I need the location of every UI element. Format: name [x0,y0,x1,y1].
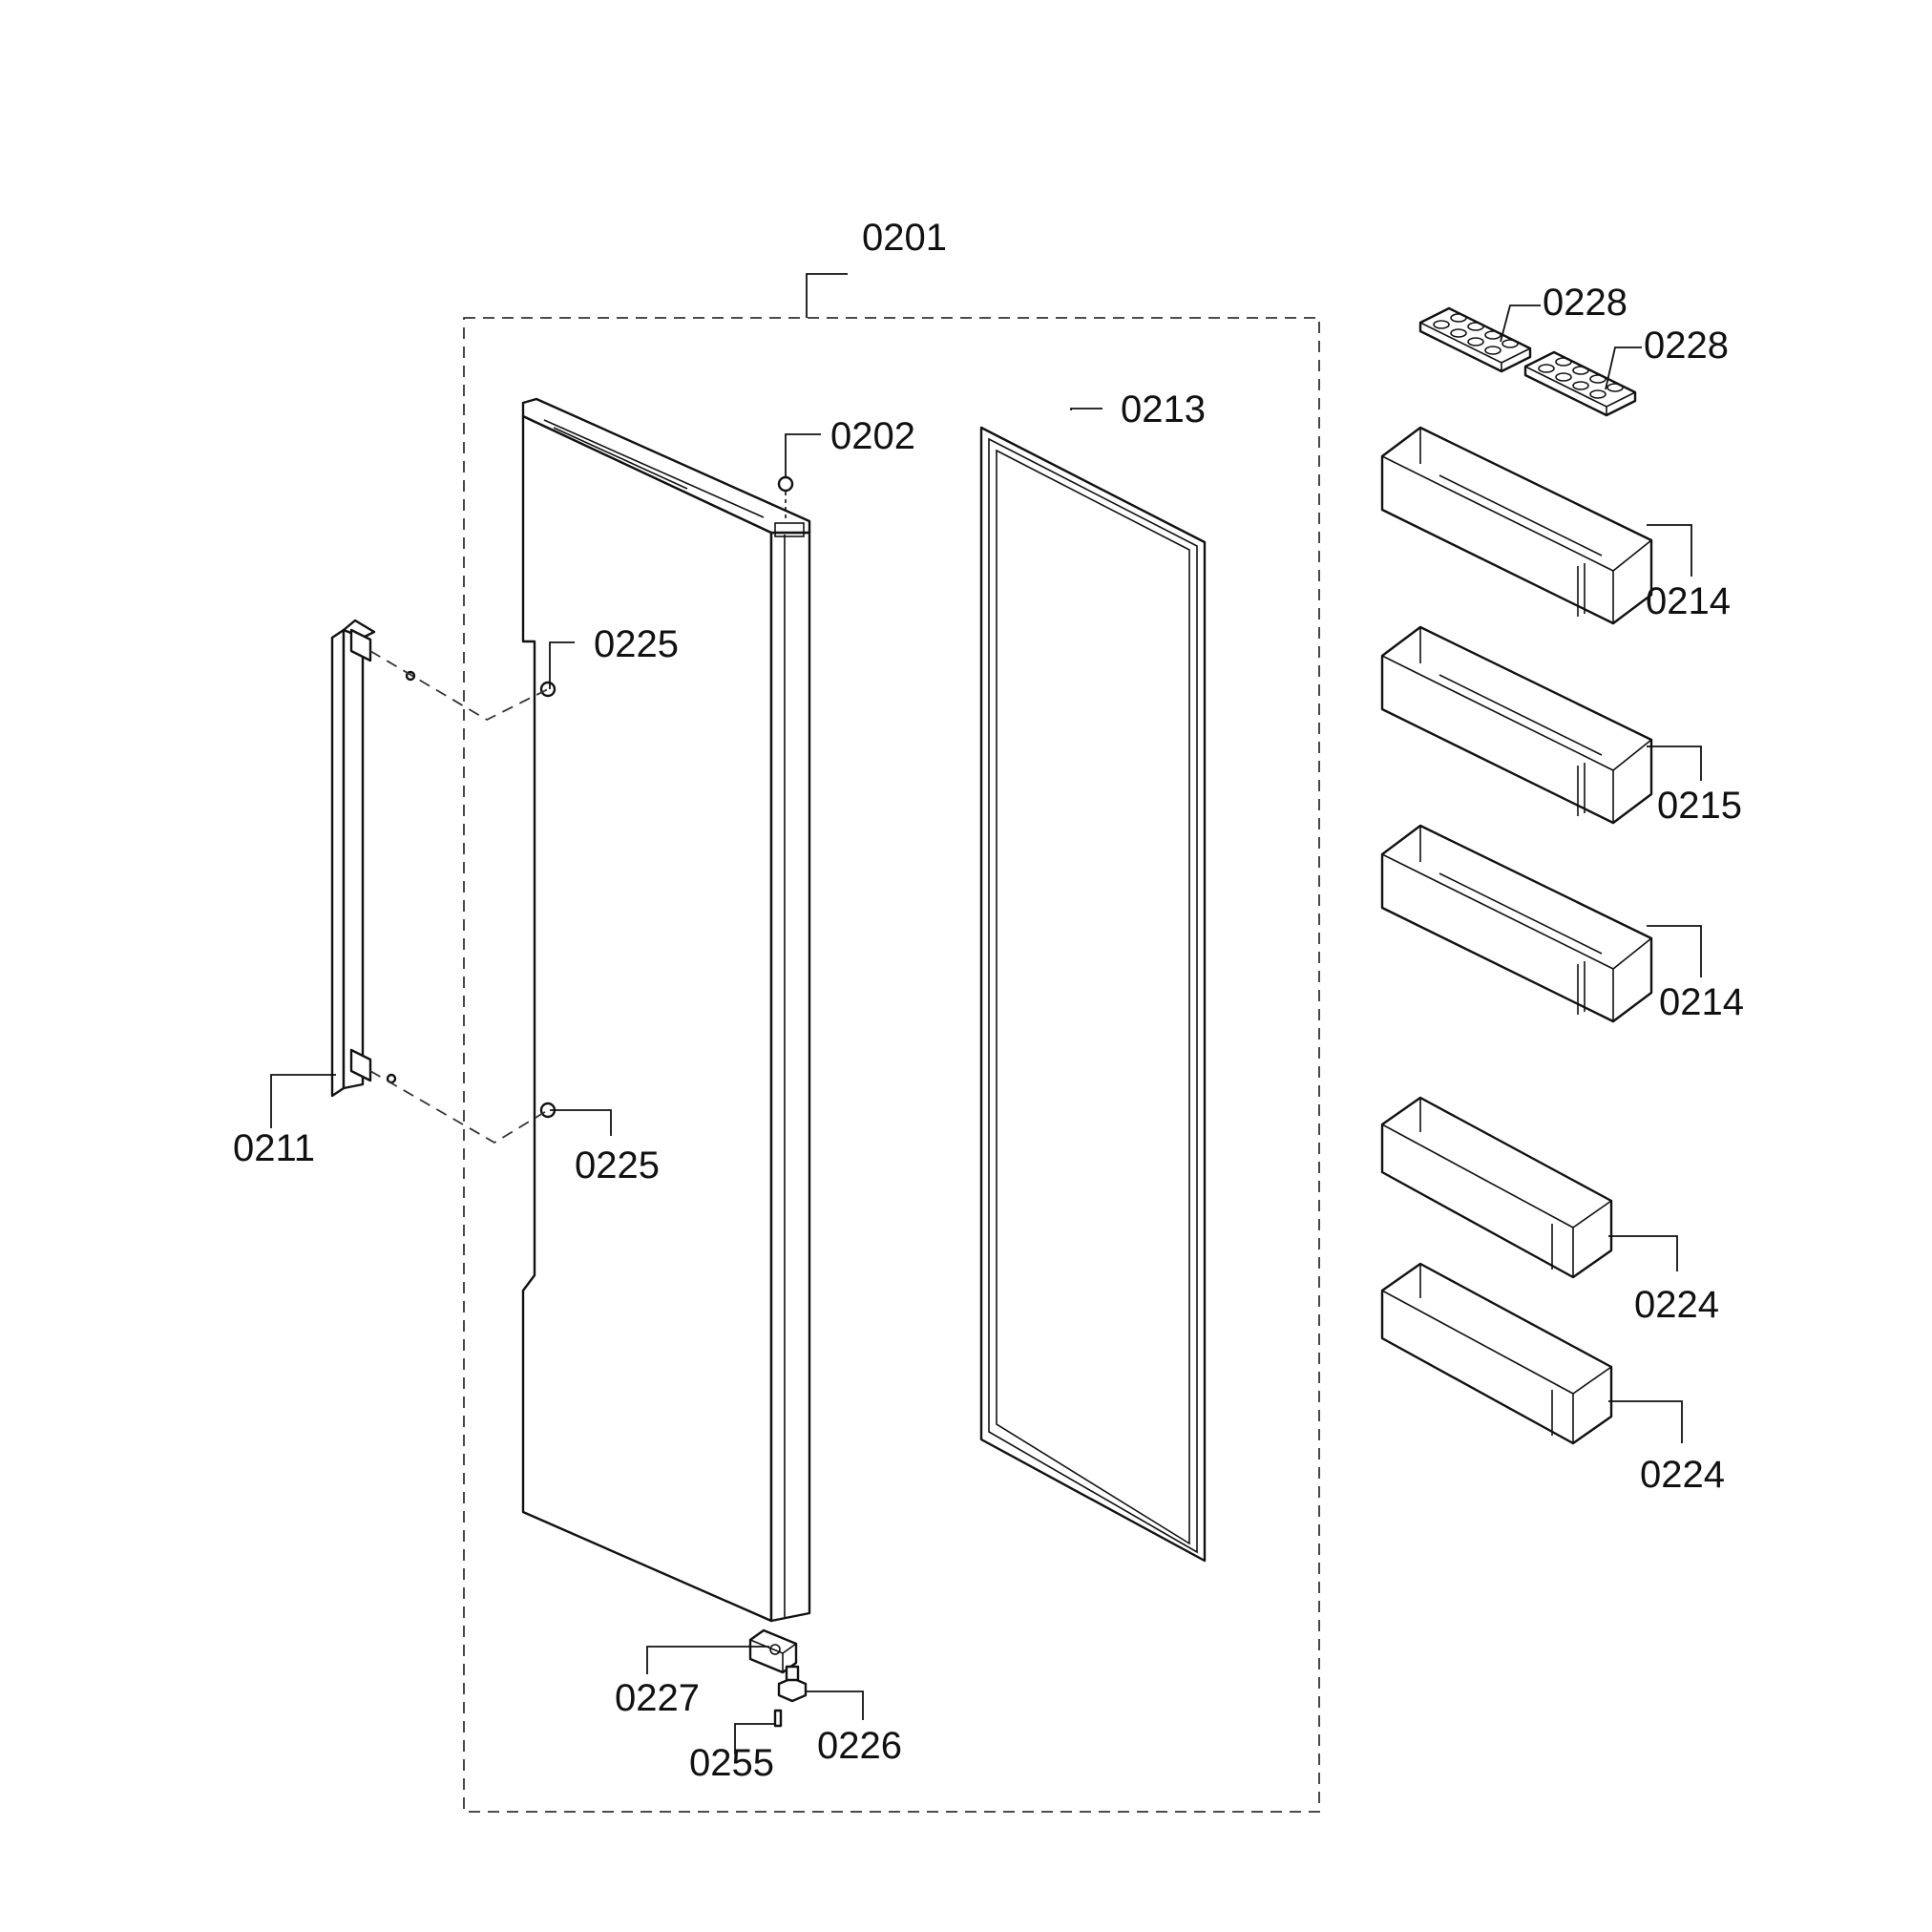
label-0202: 0202 [830,415,915,457]
door-gasket-drawing [979,426,1207,1563]
handle-upper-guide [369,650,549,722]
door-bin-4 [1380,1096,1613,1279]
label-0213: 0213 [1121,388,1206,430]
label-0211: 0211 [233,1127,315,1169]
label-0225-upper: 0225 [594,623,679,665]
door-bin-2 [1380,625,1653,825]
label-0224-upper: 0224 [1634,1284,1719,1326]
egg-tray-lower [1523,350,1637,417]
label-0215: 0215 [1657,785,1742,827]
door-bin-3 [1380,824,1653,1023]
door-bin-5 [1380,1262,1613,1445]
label-0228-upper: 0228 [1543,282,1628,324]
label-0201: 0201 [862,217,947,259]
door-handle-drawing [330,619,416,1098]
label-0227: 0227 [615,1677,700,1719]
door-panel-drawing [521,397,811,1623]
handle-lower-guide [369,1070,549,1144]
label-0255: 0255 [689,1742,774,1784]
label-0214-lower: 0214 [1659,981,1744,1023]
label-0228-lower: 0228 [1644,325,1729,367]
label-0224-lower: 0224 [1640,1454,1725,1496]
leader-lines [270,273,1702,1754]
bottom-hinge-drawing [748,1628,798,1674]
door-assembly-boundary [463,317,1320,1813]
hinge-pin-drawing [777,1665,808,1703]
label-0225-lower: 0225 [575,1144,660,1186]
door-bin-1 [1380,426,1653,625]
hinge-screw-drawing [773,1709,783,1728]
label-0214-upper: 0214 [1646,580,1731,622]
egg-tray-upper [1418,306,1532,373]
label-0226: 0226 [817,1725,902,1767]
